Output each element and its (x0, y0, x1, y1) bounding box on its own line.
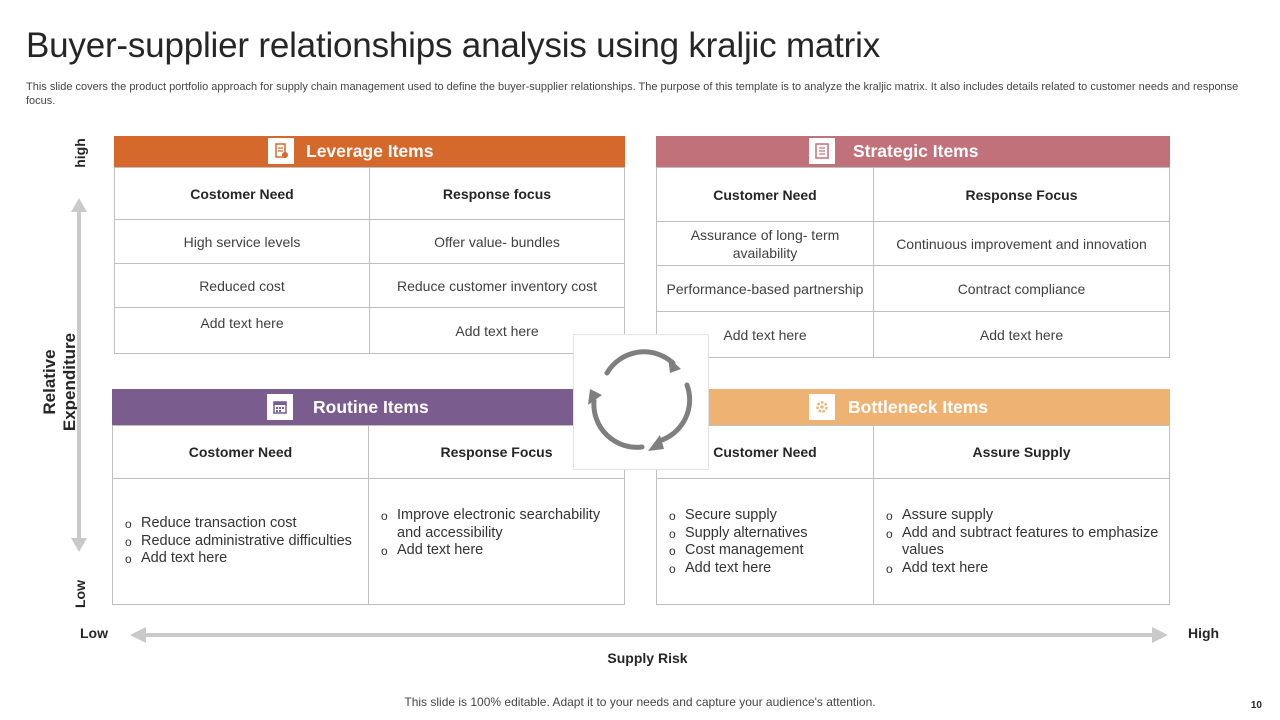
leverage-cell: High service levels (114, 219, 370, 264)
strategic-cell: Assurance of long- term availability (656, 221, 874, 266)
strategic-items-quadrant: Strategic Items Customer Need Response F… (656, 136, 1170, 358)
leverage-items-header: Leverage Items (114, 136, 625, 167)
list-item: Reduce transaction cost (121, 515, 360, 533)
leverage-items-quadrant: Leverage Items Costomer Need Response fo… (114, 136, 625, 354)
list-item: Improve electronic searchability and acc… (377, 507, 616, 542)
routine-items-title: Routine Items (313, 396, 429, 417)
bottleneck-items-quadrant: Bottleneck Items Customer Need Assure Su… (656, 389, 1170, 605)
strategic-cell: Contract compliance (873, 265, 1170, 312)
list-item: Add text here (882, 560, 1161, 578)
x-axis-arrow (130, 627, 1168, 643)
leverage-items-title: Leverage Items (306, 141, 434, 161)
center-cycle-box (573, 334, 709, 470)
page-number: 10 (1250, 700, 1262, 711)
x-axis-title: Supply Risk (607, 650, 688, 666)
x-axis-low-label: Low (80, 625, 108, 641)
routine-items-table: Costomer Need Response Focus Reduce tran… (112, 425, 625, 605)
leverage-cell: Reduce customer inventory cost (369, 263, 625, 308)
routine-need-cell: Reduce transaction cost Reduce administr… (112, 478, 369, 605)
slide-footer: This slide is 100% editable. Adapt it to… (404, 695, 876, 709)
strategic-items-title: Strategic Items (853, 141, 979, 161)
leverage-cell: Offer value- bundles (369, 219, 625, 264)
strategic-cell: Add text here (873, 311, 1170, 358)
slide-title: Buyer-supplier relationships analysis us… (26, 26, 881, 65)
checklist-icon (809, 138, 835, 164)
leverage-items-table: Costomer Need Response focus High servic… (114, 167, 625, 354)
bottleneck-items-title: Bottleneck Items (848, 396, 989, 417)
document-icon (268, 138, 294, 164)
strategic-items-table: Customer Need Response Focus Assurance o… (656, 167, 1170, 358)
routine-items-quadrant: Routine Items Costomer Need Response Foc… (112, 389, 625, 605)
bottleneck-supply-list: Assure supply Add and subtract features … (882, 507, 1161, 577)
bottleneck-col2-header: Assure Supply (873, 425, 1170, 479)
list-item: Assure supply (882, 507, 1161, 525)
x-axis-high-label: High (1188, 625, 1220, 641)
calendar-icon (267, 394, 293, 420)
list-item: Secure supply (665, 507, 865, 525)
slide-subtitle: This slide covers the product portfolio … (26, 81, 1239, 107)
bottleneck-need-list: Secure supply Supply alternatives Cost m… (665, 507, 865, 577)
strategic-col1-header: Customer Need (656, 167, 874, 222)
leverage-col1-header: Costomer Need (114, 167, 370, 220)
routine-need-list: Reduce transaction cost Reduce administr… (121, 515, 360, 568)
y-axis-low-label: Low (72, 580, 88, 608)
list-item: Add text here (377, 542, 616, 560)
gear-icon (809, 394, 835, 420)
leverage-cell: Add text here (114, 307, 370, 354)
y-axis-arrow (71, 198, 87, 552)
routine-col1-header: Costomer Need (112, 425, 369, 479)
leverage-cell: Add text here (369, 307, 625, 354)
routine-items-header: Routine Items (112, 389, 625, 425)
routine-response-list: Improve electronic searchability and acc… (377, 507, 616, 560)
strategic-cell: Performance-based partnership (656, 265, 874, 312)
strategic-items-header: Strategic Items (656, 136, 1170, 167)
bottleneck-items-table: Customer Need Assure Supply Secure suppl… (656, 425, 1170, 605)
list-item: Cost management (665, 542, 865, 560)
leverage-col2-header: Response focus (369, 167, 625, 220)
list-item: Add text here (665, 560, 865, 578)
bottleneck-items-header: Bottleneck Items (656, 389, 1170, 425)
routine-response-cell: Improve electronic searchability and acc… (368, 478, 625, 605)
list-item: Supply alternatives (665, 525, 865, 543)
bottleneck-need-cell: Secure supply Supply alternatives Cost m… (656, 478, 874, 605)
strategic-col2-header: Response Focus (873, 167, 1170, 222)
list-item: Reduce administrative difficulties (121, 533, 360, 551)
list-item: Add and subtract features to emphasize v… (882, 525, 1161, 560)
bottleneck-supply-cell: Assure supply Add and subtract features … (873, 478, 1170, 605)
cycle-arrows-icon (588, 349, 693, 451)
y-axis-high-label: high (72, 138, 88, 168)
strategic-cell: Continuous improvement and innovation (873, 221, 1170, 266)
list-item: Add text here (121, 550, 360, 568)
leverage-cell: Reduced cost (114, 263, 370, 308)
